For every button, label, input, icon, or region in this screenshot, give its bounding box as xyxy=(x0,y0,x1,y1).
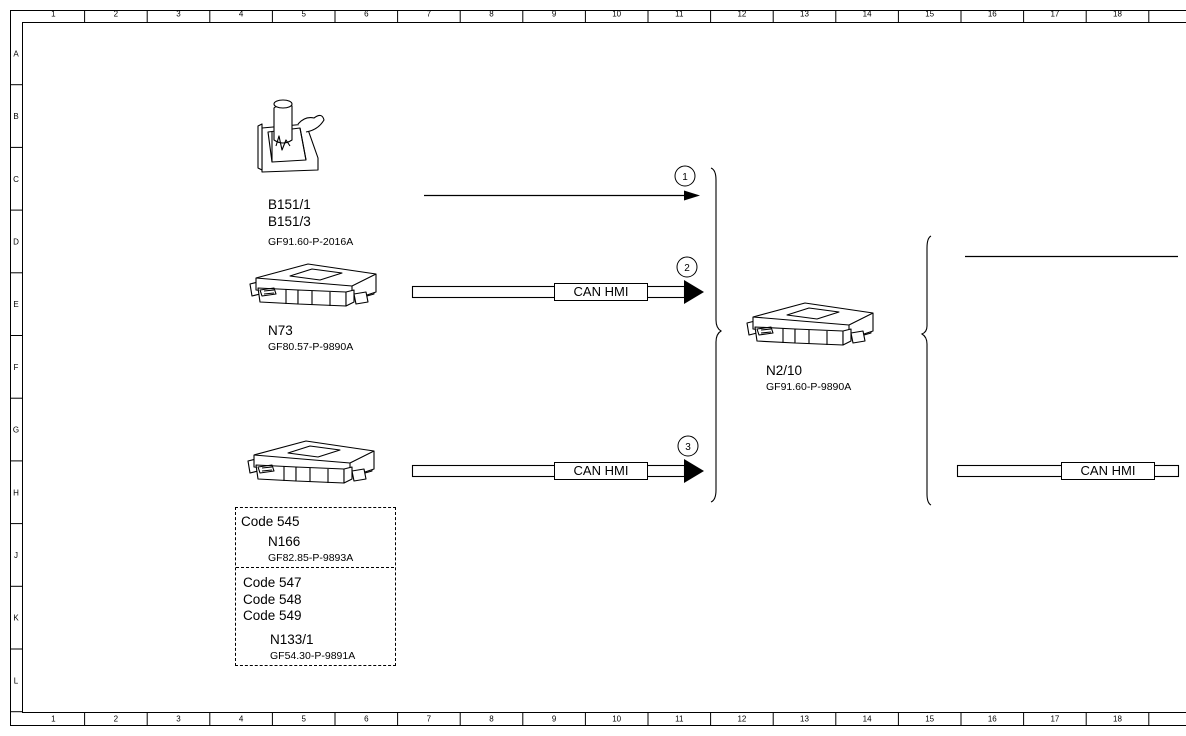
n73-ref: GF80.57-P-9890A xyxy=(268,341,354,353)
column-label: 2 xyxy=(114,715,119,724)
column-label: 6 xyxy=(364,10,369,19)
column-label: 10 xyxy=(612,10,621,19)
row-label: H xyxy=(13,488,19,497)
code-variant-separator xyxy=(236,567,394,568)
column-label: 7 xyxy=(427,715,432,724)
column-label: 4 xyxy=(239,715,244,724)
row-label: F xyxy=(14,363,19,372)
column-label: 10 xyxy=(612,715,621,724)
column-label: 18 xyxy=(1113,715,1122,724)
signal-3-number: 3 xyxy=(685,442,691,453)
code-variant-box xyxy=(235,507,396,666)
column-label: 4 xyxy=(239,10,244,19)
column-label: 18 xyxy=(1113,10,1122,19)
signal-2-bus-arrow xyxy=(411,280,704,304)
n73-label: N73 xyxy=(268,323,293,338)
signal-1-arrow xyxy=(424,190,700,201)
n133-label: N133/1 xyxy=(270,632,314,647)
column-label: 7 xyxy=(427,10,432,19)
n166-ref: GF82.85-P-9893A xyxy=(268,552,354,564)
column-label: 5 xyxy=(301,10,306,19)
column-label: 17 xyxy=(1050,10,1059,19)
column-label: 17 xyxy=(1050,715,1059,724)
column-label: 9 xyxy=(552,715,557,724)
left-brace xyxy=(920,235,932,506)
n2-10-ref: GF91.60-P-9890A xyxy=(766,381,852,393)
b151-3-label: B151/3 xyxy=(268,214,311,229)
b151-sensor-illustration xyxy=(257,99,325,173)
column-label: 2 xyxy=(114,10,119,19)
column-label: 13 xyxy=(800,715,809,724)
row-label: E xyxy=(13,300,18,309)
row-label: C xyxy=(13,175,19,184)
row-label: A xyxy=(13,49,19,58)
signal-2-number: 2 xyxy=(684,263,690,274)
b151-ref: GF91.60-P-2016A xyxy=(268,236,354,248)
column-label: 3 xyxy=(176,10,181,19)
frame xyxy=(10,10,1186,726)
signal-3-bus-arrow xyxy=(411,459,704,483)
column-label: 14 xyxy=(863,715,872,724)
column-label: 11 xyxy=(675,10,684,19)
column-label: 16 xyxy=(988,715,997,724)
b151-1-label: B151/1 xyxy=(268,197,311,212)
column-label: 3 xyxy=(176,715,181,724)
column-label: 6 xyxy=(364,715,369,724)
column-label: 5 xyxy=(301,715,306,724)
n73-module-illustration xyxy=(249,263,377,307)
n166-label: N166 xyxy=(268,534,301,549)
column-label: 14 xyxy=(863,10,872,19)
row-label: B xyxy=(13,112,18,121)
signal-1-number: 1 xyxy=(682,172,688,183)
column-label: 1 xyxy=(51,10,56,19)
column-label: 13 xyxy=(800,10,809,19)
row-label: G xyxy=(13,426,19,435)
column-label: 12 xyxy=(737,715,746,724)
signal-2-can-label: CAN HMI xyxy=(554,283,648,301)
column-label: 8 xyxy=(489,10,494,19)
n2-10-module-illustration xyxy=(746,302,874,346)
row-label: J xyxy=(14,551,18,560)
right-bus-can-label: CAN HMI xyxy=(1061,462,1155,480)
column-label: 9 xyxy=(552,10,557,19)
row-label: L xyxy=(14,676,19,685)
column-label: 8 xyxy=(489,715,494,724)
n133-ref: GF54.30-P-9891A xyxy=(270,650,356,662)
n166-code: Code 545 xyxy=(241,514,300,529)
n133-code-549: Code 549 xyxy=(243,608,302,623)
column-label: 12 xyxy=(737,10,746,19)
column-label: 15 xyxy=(925,715,934,724)
n166-module-illustration xyxy=(247,440,375,484)
n133-code-548: Code 548 xyxy=(243,592,302,607)
column-label: 11 xyxy=(675,715,684,724)
row-ruler-left: A B C D E F G H J K L xyxy=(10,49,22,713)
column-label: 16 xyxy=(988,10,997,19)
row-label: D xyxy=(13,237,19,246)
signal-3-can-label: CAN HMI xyxy=(554,462,648,480)
right-brace xyxy=(710,167,723,503)
n133-code-547: Code 547 xyxy=(243,575,302,590)
row-label: K xyxy=(13,614,19,623)
column-label: 1 xyxy=(51,715,56,724)
signal-number-circles xyxy=(674,165,699,457)
column-label: 15 xyxy=(925,10,934,19)
n2-10-label: N2/10 xyxy=(766,363,803,378)
